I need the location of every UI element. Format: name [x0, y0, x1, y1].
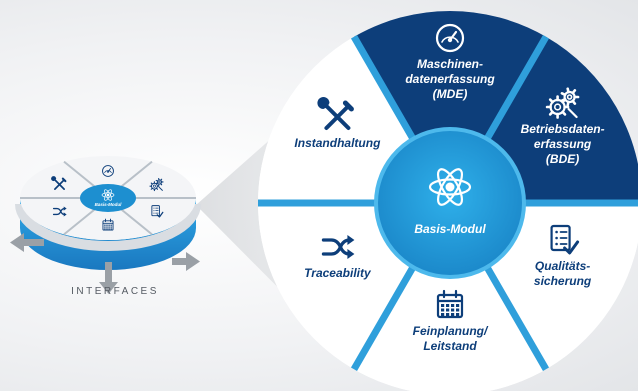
- segment-separator: [350, 34, 418, 143]
- disc-side: [20, 198, 196, 270]
- disc-center: [80, 184, 136, 212]
- disc-rim: [15, 203, 201, 251]
- segment-traceability-label: Traceability: [304, 266, 372, 280]
- segment-separator: [482, 263, 550, 372]
- center-basis-modul[interactable]: Basis-Modul: [378, 131, 522, 275]
- segment-mde[interactable]: Maschinen-datenerfassung(MDE): [354, 10, 546, 204]
- segment-bde-label: Betriebsdaten-erfassung(BDE): [521, 122, 605, 166]
- calendar-icon: [436, 289, 464, 319]
- segment-feinplanung[interactable]: Feinplanung/Leitstand: [354, 203, 546, 391]
- tools-icon: [317, 97, 354, 130]
- module-wheel: Maschinen-datenerfassung(MDE) Betriebsdat…: [258, 10, 638, 391]
- disc-separator: [63, 207, 97, 236]
- segment-mde-wedge: [354, 10, 546, 204]
- segment-separator: [350, 263, 418, 372]
- segment-instandhaltung-label: Instandhaltung: [294, 136, 381, 150]
- disc-tools-icon: [51, 176, 67, 190]
- disc-gears-icon: [149, 177, 164, 192]
- segment-mde-label: Maschinen-datenerfassung(MDE): [405, 57, 495, 101]
- disc-separator: [119, 207, 153, 236]
- interfaces-label: INTERFACES: [71, 286, 159, 297]
- disc-checklist-icon: [151, 205, 164, 218]
- disc-shuffle-icon: [52, 206, 67, 217]
- disc-separator: [63, 160, 97, 189]
- segment-feinplanung-label: Feinplanung/Leitstand: [413, 324, 489, 353]
- atom-icon: [428, 168, 472, 206]
- segment-qs-label: Qualitäts-sicherung: [534, 259, 592, 288]
- center-disc: [378, 131, 522, 275]
- gauge-icon: [435, 23, 465, 53]
- checklist-icon: [550, 224, 580, 255]
- shuffle-icon: [321, 235, 355, 259]
- disc-calendar-icon: [102, 218, 114, 231]
- interface-arrow-right: [172, 252, 200, 271]
- segment-feinplanung-wedge: [354, 203, 546, 391]
- center-label: Basis-Modul: [414, 222, 486, 236]
- disc-atom-icon: [101, 189, 115, 201]
- gears-icon: [545, 87, 580, 119]
- interface-arrows: [10, 233, 200, 294]
- module-disc-3d: Basis-Modul: [15, 156, 201, 270]
- interface-arrow-left: [10, 233, 44, 252]
- disc-separator: [119, 160, 153, 189]
- disc-gauge-icon: [102, 165, 114, 177]
- disc-center-label: Basis-Modul: [95, 202, 123, 207]
- interface-arrow-down: [99, 262, 118, 294]
- segment-separator: [482, 34, 550, 143]
